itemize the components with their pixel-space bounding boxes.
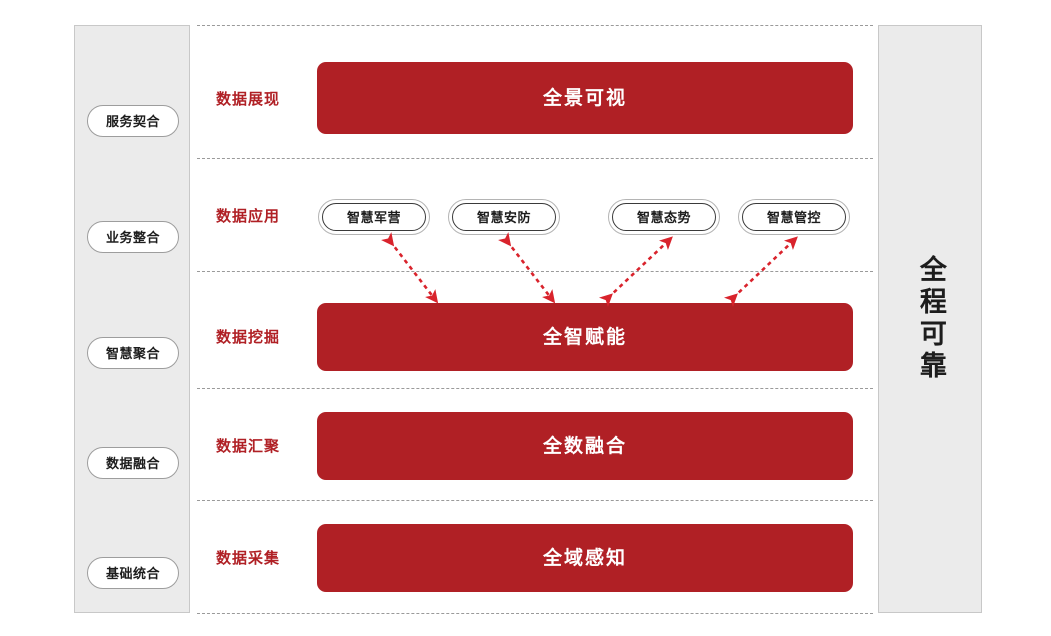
capability-pill-2[interactable]: 业务整合 <box>87 221 179 253</box>
red-bar-1-label: 全景可视 <box>542 87 627 109</box>
capability-pill-5-label: 基础统合 <box>105 565 160 581</box>
row-separator-bottom <box>197 613 873 614</box>
application-pill-smart-control[interactable]: 智慧管控 <box>738 199 850 235</box>
stage-label-1: 数据展现 <box>216 91 281 108</box>
reliability-banner-label: 全程可靠 <box>915 255 946 383</box>
row-separator-3 <box>197 388 873 389</box>
reliability-banner-text-wrap: 全程可靠 <box>879 26 981 612</box>
capability-pill-2-label: 业务整合 <box>105 229 160 245</box>
application-pill-smart-security[interactable]: 智慧安防 <box>448 199 560 235</box>
application-pill-4-inner-ring <box>742 203 846 231</box>
row-separator-1 <box>197 158 873 159</box>
capability-pill-3-label: 智慧聚合 <box>105 345 160 361</box>
red-bar-full-domain-sensing[interactable]: 全域感知 <box>317 524 853 592</box>
red-bar-4-label: 全数融合 <box>542 435 627 457</box>
arrow-smart-security <box>498 232 556 304</box>
red-bar-3-label: 全智赋能 <box>542 326 627 348</box>
application-pill-smart-situation[interactable]: 智慧态势 <box>608 199 720 235</box>
application-pill-2-inner-ring <box>452 203 556 231</box>
capability-pill-3[interactable]: 智慧聚合 <box>87 337 179 369</box>
red-bar-data-fusion[interactable]: 全数融合 <box>317 412 853 480</box>
capability-pill-5[interactable]: 基础统合 <box>87 557 179 589</box>
capability-pill-1[interactable]: 服务契合 <box>87 105 179 137</box>
application-pill-1-label: 智慧军营 <box>346 209 401 225</box>
arrow-smart-control <box>723 236 798 308</box>
stage-label-2: 数据应用 <box>216 208 281 225</box>
row-separator-4 <box>197 500 873 501</box>
application-pill-4-label: 智慧管控 <box>766 209 821 225</box>
stage-label-3: 数据挖掘 <box>216 329 281 346</box>
application-pill-3-label: 智慧态势 <box>636 209 691 225</box>
capability-column-panel: 服务契合 业务整合 智慧聚合 数据融合 基础统合 <box>74 25 190 613</box>
row-separator-2 <box>197 271 873 272</box>
capability-pill-1-label: 服务契合 <box>105 113 160 129</box>
application-pill-1-inner-ring <box>322 203 426 231</box>
red-bar-panoramic-visibility[interactable]: 全景可视 <box>317 62 853 134</box>
application-pill-3-inner-ring <box>612 203 716 231</box>
application-pill-smart-barracks[interactable]: 智慧军营 <box>318 199 430 235</box>
stage-label-4: 数据汇聚 <box>216 438 281 455</box>
arrow-smart-situation <box>598 236 673 308</box>
stage-label-5: 数据采集 <box>216 550 281 567</box>
capability-pill-4-label: 数据融合 <box>105 455 160 471</box>
arrow-smart-barracks <box>381 232 439 304</box>
capability-pill-4[interactable]: 数据融合 <box>87 447 179 479</box>
red-bar-5-label: 全域感知 <box>542 547 627 569</box>
application-pill-2-label: 智慧安防 <box>476 209 531 225</box>
reliability-banner-panel: 全程可靠 <box>878 25 982 613</box>
row-separator-top <box>197 25 873 26</box>
red-bar-intelligent-empowerment[interactable]: 全智赋能 <box>317 303 853 371</box>
